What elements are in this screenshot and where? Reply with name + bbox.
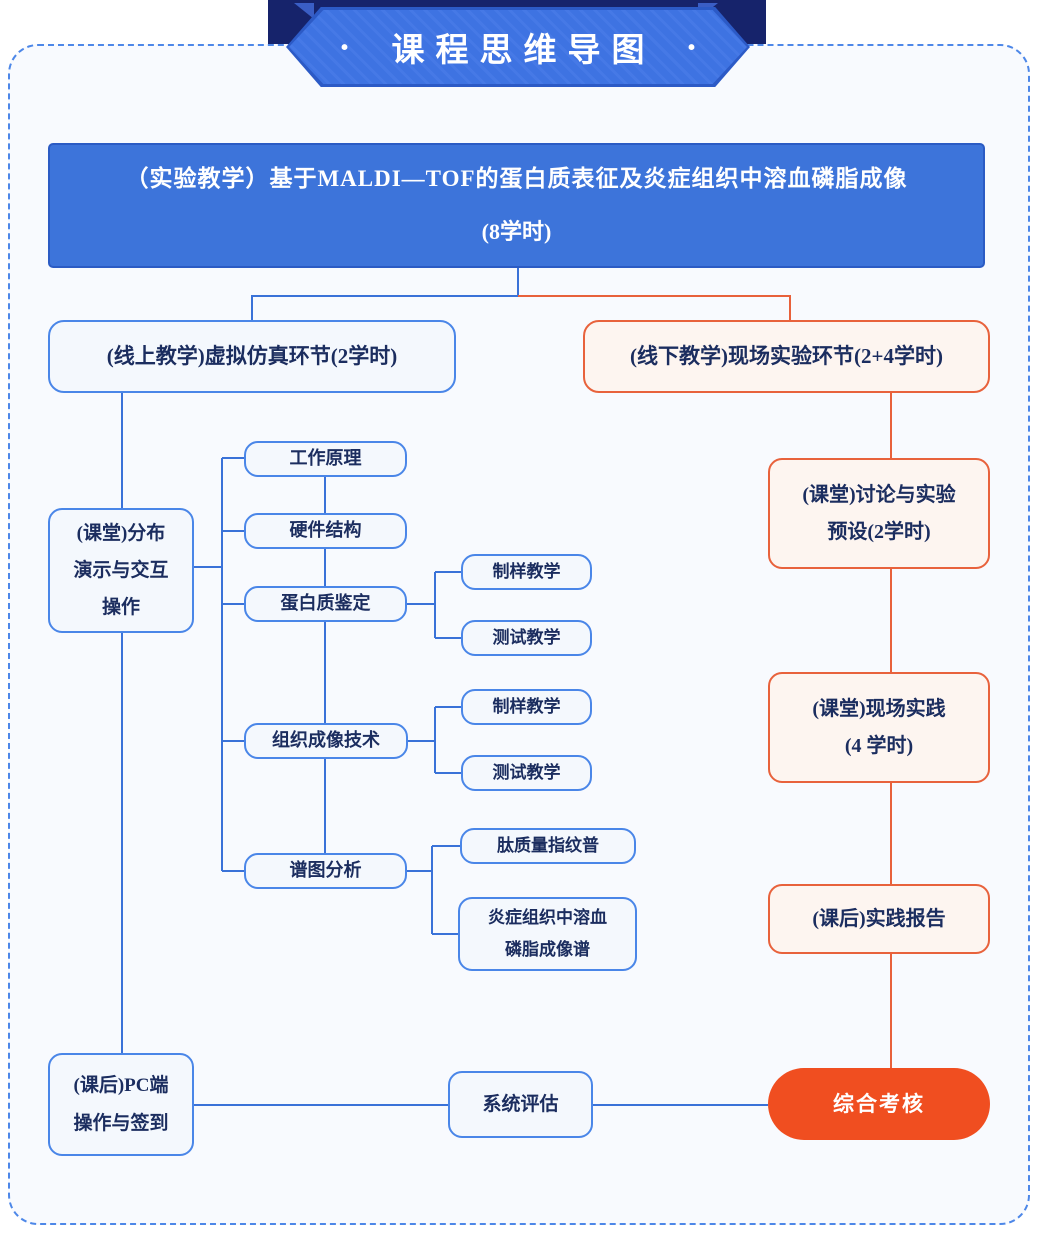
node-course-root: （实验教学）基于MALDI—TOF的蛋白质表征及炎症组织中溶血磷脂成像 (8学时…: [48, 143, 985, 268]
banner-dot-left-icon: ·: [338, 27, 351, 67]
banner-ribbon-stripes: [289, 10, 747, 84]
node-peptide-fingerprint: 肽质量指纹普: [460, 828, 636, 864]
page-title: 课程思维导图: [391, 33, 656, 69]
node-working-principle: 工作原理: [244, 441, 407, 477]
course-title: （实验教学）基于MALDI—TOF的蛋白质表征及炎症组织中溶血磷脂成像: [125, 166, 908, 192]
blue-connectors: [121, 268, 768, 1106]
node-onsite-practice: (课堂)现场实践 (4 学时): [768, 672, 990, 783]
node-protein-identification: 蛋白质鉴定: [244, 586, 407, 622]
banner: · 课程思维导图 ·: [286, 7, 750, 87]
node-hardware-structure: 硬件结构: [244, 513, 407, 549]
node-offline-branch: (线下教学)现场实验环节(2+4学时): [583, 320, 990, 393]
node-online-branch: (线上教学)虚拟仿真环节(2学时): [48, 320, 456, 393]
node-comprehensive-assessment: 综合考核: [768, 1068, 990, 1140]
node-classroom-demo: (课堂)分布 演示与交互 操作: [48, 508, 194, 633]
node-pc-checkin: (课后)PC端 操作与签到: [48, 1053, 194, 1156]
node-spectrum-analysis: 谱图分析: [244, 853, 407, 889]
node-protein-sample-teaching: 制样教学: [461, 554, 592, 590]
node-discussion-presets: (课堂)讨论与实验 预设(2学时): [768, 458, 990, 569]
node-imaging-test-teaching: 测试教学: [461, 755, 592, 791]
node-practice-report: (课后)实践报告: [768, 884, 990, 954]
banner-ribbon: [286, 7, 750, 87]
course-hours: (8学时): [481, 219, 552, 245]
node-tissue-imaging: 组织成像技术: [244, 723, 408, 759]
node-protein-test-teaching: 测试教学: [461, 620, 592, 656]
node-system-evaluation: 系统评估: [448, 1071, 593, 1138]
node-lysophospholipid-spectrum: 炎症组织中溶血 磷脂成像谱: [458, 897, 637, 971]
node-imaging-sample-teaching: 制样教学: [461, 689, 592, 725]
banner-dot-right-icon: ·: [685, 27, 698, 67]
